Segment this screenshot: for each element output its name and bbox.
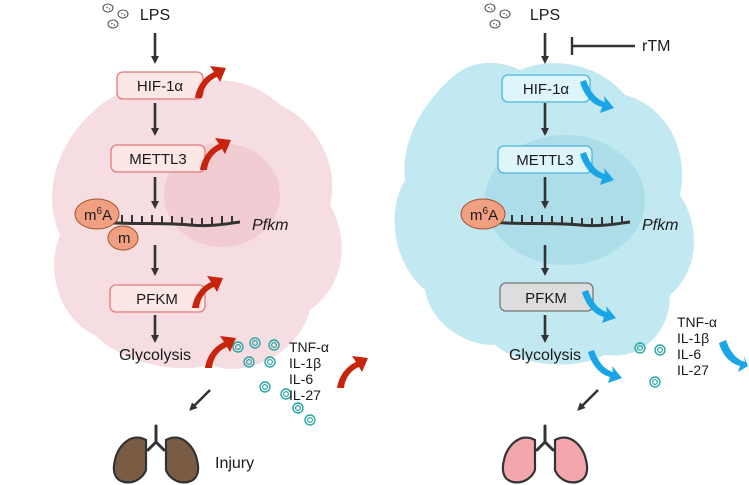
right-m6a-label: m6A — [470, 206, 498, 224]
left-flow-arrows — [151, 33, 211, 411]
lung-icon-injured — [112, 424, 200, 484]
right-mettl3-box — [497, 145, 593, 174]
bacteria-icon — [484, 3, 511, 29]
red-up-arrow-icon — [192, 66, 368, 388]
right-mrna-strand — [489, 215, 631, 228]
left-cytokine-il27: IL-27 — [289, 387, 321, 403]
left-mettl3-label: METTL3 — [129, 151, 187, 168]
blue-down-arrow-icon — [580, 80, 748, 383]
right-mettl3-label: METTL3 — [516, 152, 574, 169]
left-m6a-blob — [74, 198, 120, 230]
right-lps-label: LPS — [530, 7, 560, 24]
left-lps-label: LPS — [140, 7, 170, 24]
left-m-label: m — [118, 230, 131, 247]
left-m6a-label: m6A — [84, 206, 112, 224]
left-glycolysis-label: Glycolysis — [119, 347, 191, 364]
right-inhibitor-label: rTM — [642, 38, 670, 55]
left-outcome-label: Injury — [215, 455, 254, 472]
right-pfkm-box — [499, 282, 594, 312]
left-hif-label: HIF-1α — [137, 78, 184, 95]
left-m-blob — [107, 225, 139, 251]
right-cytokine-list: TNF-α IL-1β IL-6 IL-27 — [677, 314, 717, 378]
left-pfkm-gene-label: Pfkm — [252, 217, 288, 234]
left-panel: LPS HIF-1α METTL3 — [52, 3, 368, 484]
right-hif-box — [501, 74, 591, 103]
right-glycolysis-label: Glycolysis — [509, 347, 581, 364]
left-pfkm-label: PFKM — [136, 291, 178, 308]
right-cytokine-il1b: IL-1β — [677, 330, 709, 346]
left-cytokine-il1b: IL-1β — [289, 355, 321, 371]
right-pfkm-label: PFKM — [525, 290, 567, 307]
left-cytokine-tnf: TNF-α — [289, 339, 329, 355]
right-panel: LPS rTM HIF-1α METTL3 — [394, 3, 748, 484]
right-cytokine-tnf: TNF-α — [677, 314, 717, 330]
right-hif-label: HIF-1α — [523, 81, 570, 98]
right-cytokine-il6: IL-6 — [677, 346, 701, 362]
left-mrna-strand — [99, 215, 241, 228]
bacteria-icon — [102, 3, 129, 29]
left-pfkm-box — [109, 284, 206, 313]
right-pfkm-gene-label: Pfkm — [642, 217, 678, 234]
left-cytokine-list: TNF-α IL-1β IL-6 IL-27 — [289, 339, 329, 403]
lung-icon-healthy — [501, 424, 589, 484]
right-flow-arrows — [541, 33, 599, 411]
right-m6a-blob — [460, 198, 506, 230]
inhibition-bar-icon — [570, 37, 635, 55]
right-cytokine-il27: IL-27 — [677, 362, 709, 378]
left-cytokine-il6: IL-6 — [289, 371, 313, 387]
right-vesicle-icons — [634, 342, 666, 388]
